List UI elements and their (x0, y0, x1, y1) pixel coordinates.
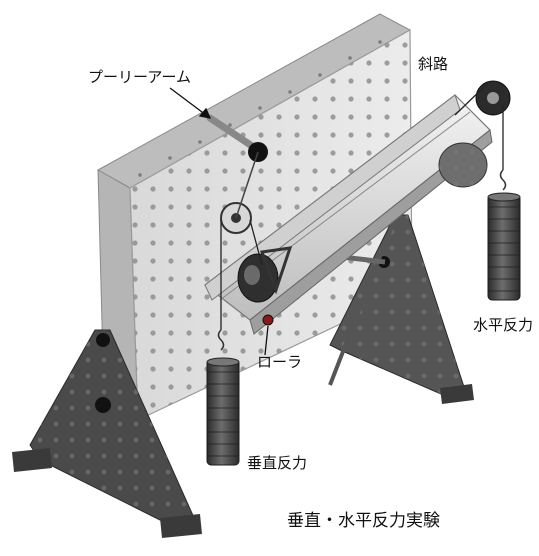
horizontal-weight (487, 169, 521, 301)
vertical-reaction-label: 垂直反力 (247, 454, 308, 472)
slope-label: 斜路 (418, 55, 449, 73)
roller-cart (237, 246, 293, 326)
strings (220, 82, 504, 330)
left-stand (12, 329, 202, 538)
pulley-arm-label: プーリーアーム (88, 68, 192, 86)
leader-lines (169, 87, 269, 356)
figure-caption: 垂直・水平反力実験 (287, 511, 440, 531)
right-pulley (438, 80, 511, 188)
vertical-weight (206, 329, 240, 466)
horizontal-reaction-label: 水平反力 (473, 316, 534, 334)
roller-label: ローラ (257, 353, 303, 371)
pulley-arm (206, 114, 268, 234)
